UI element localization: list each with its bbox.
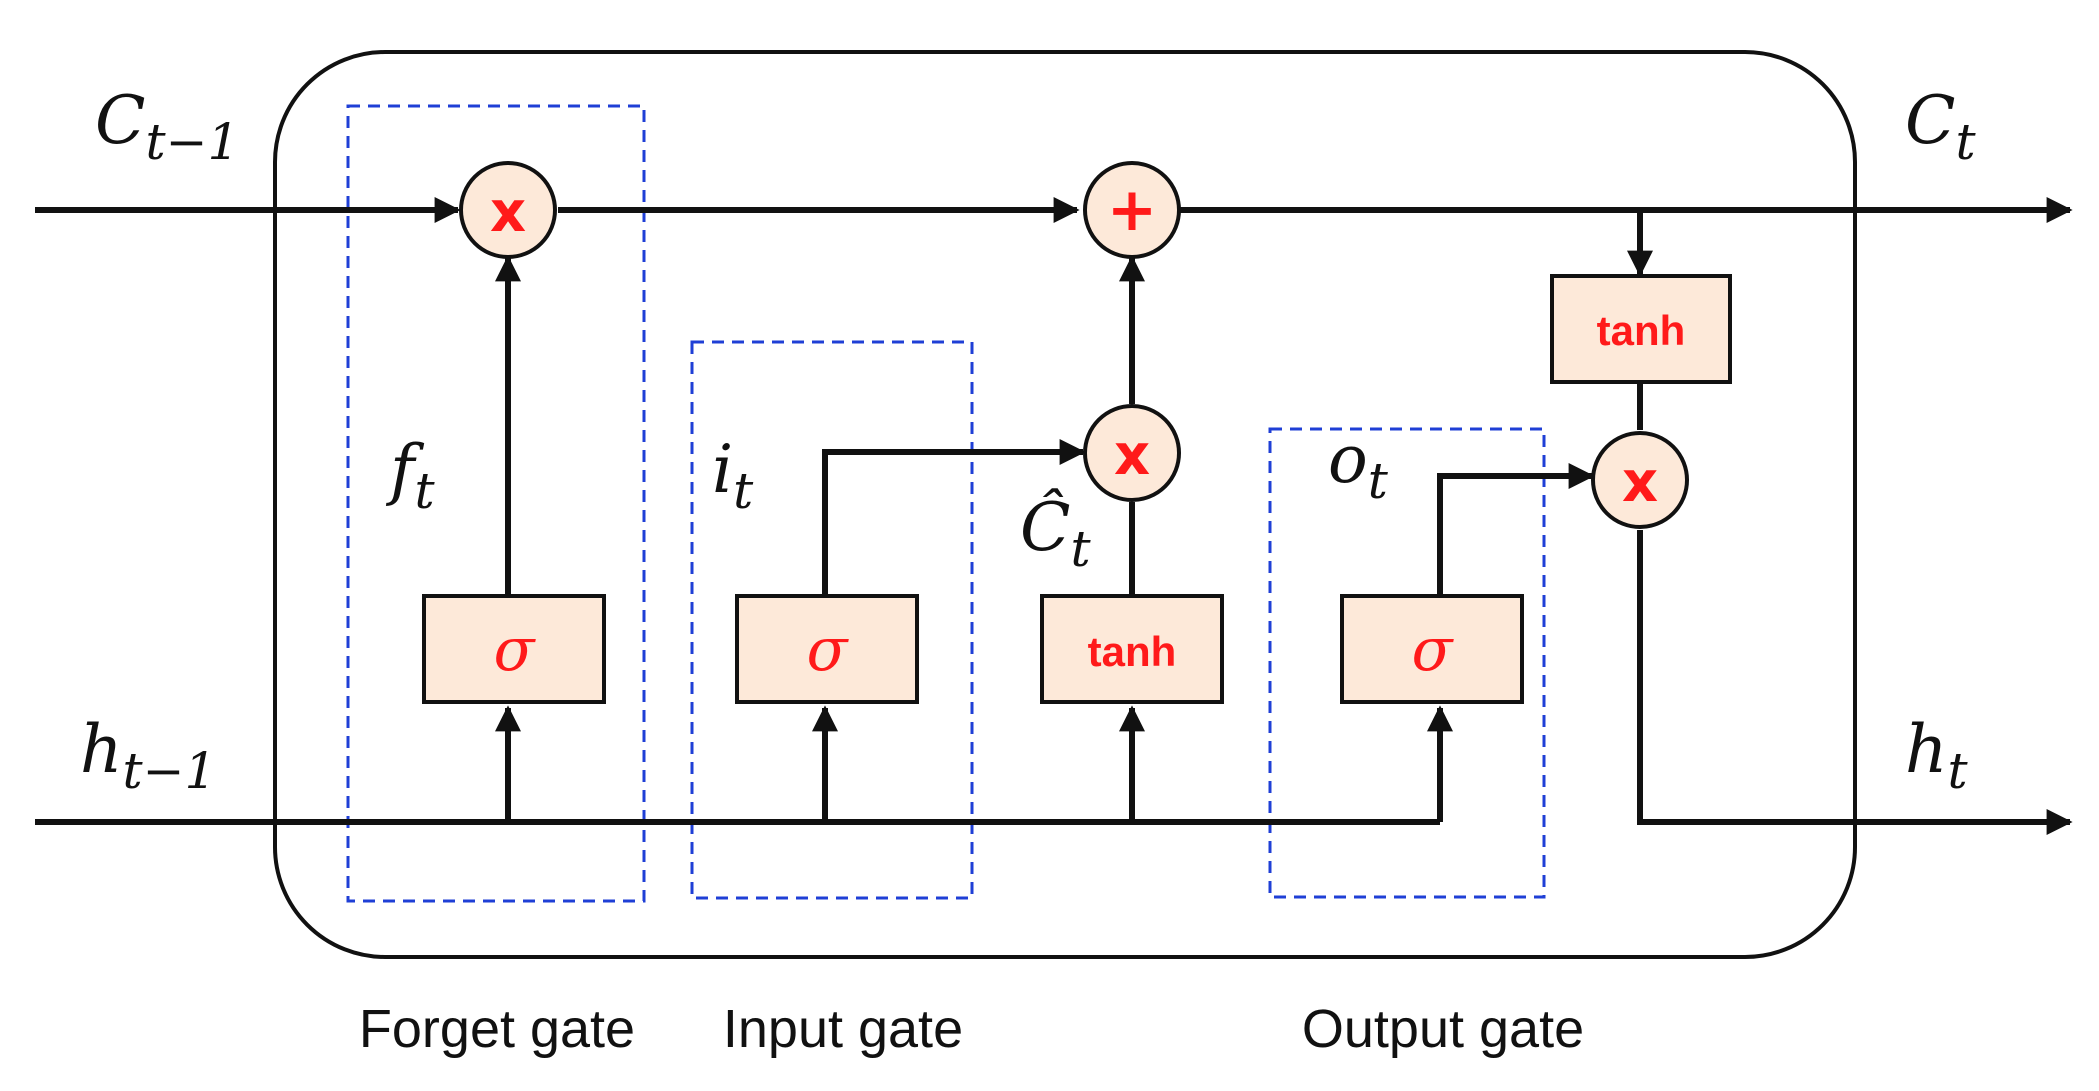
candidate-tanh-label: tanh bbox=[1088, 628, 1177, 675]
c-t-label: Ct bbox=[1905, 82, 1977, 171]
c-prev-label: Ct−1 bbox=[95, 82, 239, 171]
output-gate-region bbox=[1268, 427, 1546, 899]
o-t-sub: t bbox=[1368, 452, 1389, 510]
h-t-base: h bbox=[1905, 711, 1948, 788]
i-t-label: it bbox=[712, 431, 754, 520]
input-gate-region bbox=[690, 340, 974, 900]
cell-state-lines bbox=[35, 197, 2073, 277]
h-prev-base: h bbox=[80, 711, 123, 788]
forget-sigmoid-box: σ bbox=[422, 594, 606, 704]
f-t-sub: t bbox=[414, 462, 435, 520]
output-gate-label: Output gate bbox=[1302, 999, 1584, 1059]
forget-gate-label: Forget gate bbox=[359, 999, 635, 1059]
h-t-label: ht bbox=[1905, 711, 1969, 800]
c-hat-t-label: Ĉt bbox=[1020, 488, 1092, 578]
forget-multiply-symbol: x bbox=[490, 180, 526, 245]
c-prev-base: C bbox=[95, 82, 146, 159]
output-sigmoid-box: σ bbox=[1340, 594, 1524, 704]
c-hat-t-sub: t bbox=[1071, 520, 1092, 578]
forget-multiply-operator: x bbox=[459, 161, 557, 259]
hidden-state-lines bbox=[35, 530, 2073, 835]
cell-add-operator: + bbox=[1083, 161, 1181, 259]
c-t-base: C bbox=[1905, 82, 1956, 159]
lstm-cell-outline bbox=[273, 50, 1857, 959]
f-t-label: ft bbox=[385, 431, 435, 520]
input-gate-label: Input gate bbox=[723, 999, 963, 1059]
o-t-label: ot bbox=[1328, 421, 1389, 510]
c-prev-sub: t−1 bbox=[146, 113, 240, 171]
i-t-sub: t bbox=[733, 462, 754, 520]
o-t-base: o bbox=[1328, 421, 1368, 498]
h-prev-sub: t−1 bbox=[123, 742, 217, 800]
gate-connections bbox=[495, 255, 1643, 596]
cell-add-symbol: + bbox=[1107, 175, 1157, 245]
input-sigmoid-box: σ bbox=[735, 594, 919, 704]
c-hat-t-base: Ĉ bbox=[1020, 488, 1071, 566]
input-sigmoid-label: σ bbox=[807, 615, 850, 685]
h-prev-label: ht−1 bbox=[80, 711, 216, 800]
output-multiply-symbol: x bbox=[1622, 450, 1658, 515]
forget-sigmoid-label: σ bbox=[494, 615, 537, 685]
cell-tanh-label: tanh bbox=[1597, 307, 1686, 354]
candidate-tanh-box: tanh bbox=[1040, 594, 1224, 704]
forget-gate-region bbox=[346, 104, 646, 903]
output-multiply-operator: x bbox=[1591, 431, 1689, 529]
h-t-sub: t bbox=[1948, 742, 1969, 800]
input-multiply-symbol: x bbox=[1114, 423, 1150, 488]
c-t-sub: t bbox=[1956, 113, 1977, 171]
i-t-base: i bbox=[712, 431, 733, 508]
output-sigmoid-label: σ bbox=[1412, 615, 1455, 685]
cell-tanh-box: tanh bbox=[1550, 274, 1732, 384]
input-multiply-operator: x bbox=[1083, 404, 1181, 502]
